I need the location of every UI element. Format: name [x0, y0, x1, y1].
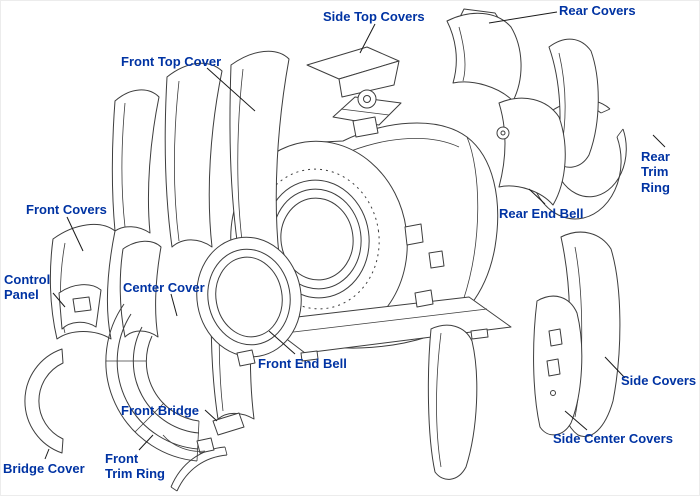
part-base-frame: [262, 296, 512, 362]
part-bridge-cover: [24, 348, 64, 454]
leader-side-center-covers: [564, 410, 588, 431]
part-side-top-covers: [306, 46, 400, 98]
leader-bridge-cover: [44, 448, 50, 460]
leader-control-panel: [52, 292, 66, 308]
leader-rear-trim-ring: [652, 134, 666, 148]
leader-front-top-cover: [206, 67, 256, 112]
label-rear-trim-ring: Rear Trim Ring: [641, 149, 670, 195]
part-side-center-covers: [427, 295, 583, 480]
part-top-fittings: [332, 89, 402, 138]
leader-rear-covers: [488, 11, 558, 24]
part-front-end-bell: [196, 236, 302, 367]
label-front-top-cover: Front Top Cover: [121, 54, 222, 69]
label-rear-end-bell: Rear End Bell: [499, 206, 584, 221]
label-side-covers: Side Covers: [621, 373, 697, 388]
label-side-center-covers: Side Center Covers: [553, 431, 673, 446]
part-rear-end-bell: [496, 97, 566, 206]
leader-lines: [44, 11, 666, 460]
part-front-top-cover: [111, 50, 290, 256]
leader-side-top-covers: [359, 23, 376, 54]
leader-side-covers: [604, 356, 626, 379]
leader-center-cover: [170, 293, 178, 317]
leader-front-trim-ring: [138, 434, 154, 451]
label-front-bridge: Front Bridge: [121, 403, 199, 418]
label-front-covers: Front Covers: [26, 202, 107, 217]
leader-front-end-bell: [268, 330, 296, 355]
label-center-cover: Center Cover: [123, 280, 205, 295]
label-bridge-cover: Bridge Cover: [3, 461, 85, 476]
label-rear-covers: Rear Covers: [559, 3, 636, 18]
label-control-panel: Control Panel: [4, 272, 51, 303]
part-front-trim-ring: [105, 303, 228, 492]
leader-rear-end-bell: [528, 188, 546, 205]
part-control-panel: [58, 284, 102, 330]
label-side-top-covers: Side Top Covers: [323, 9, 425, 24]
label-front-end-bell: Front End Bell: [258, 356, 347, 371]
part-front-bridge: [162, 412, 245, 452]
leader-front-covers: [66, 216, 84, 252]
leader-front-bridge: [204, 409, 218, 422]
label-front-trim-ring: Front Trim Ring: [105, 451, 165, 482]
